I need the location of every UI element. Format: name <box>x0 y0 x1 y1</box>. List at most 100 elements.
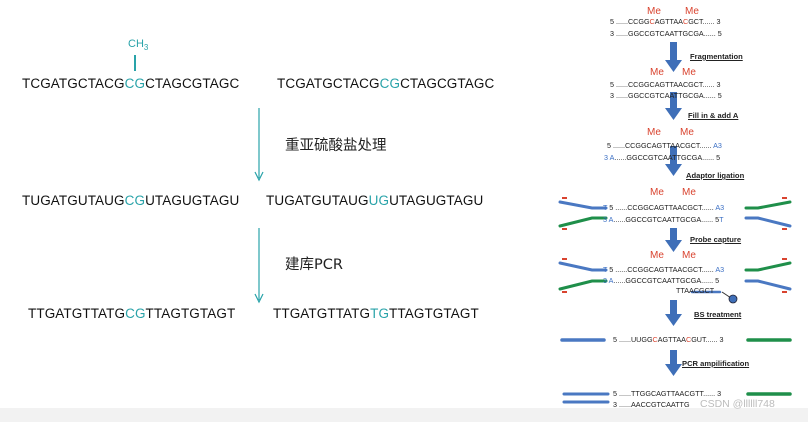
seq-cpg-highlight: CG <box>125 306 146 321</box>
seq-part: TUGATGUTAUG <box>266 193 369 208</box>
adapters-stage-ligation <box>558 200 792 228</box>
strand-part: ......GGCCGTCAATTGCGA...... <box>613 276 714 285</box>
strand-part: GUT...... 3 <box>691 335 724 344</box>
stage1-bottom-strand: 3 ......GGCCGTCAATTGCGA...... 5 <box>610 29 722 38</box>
methyl-subscript: 3 <box>143 43 149 53</box>
methyl-mark: Me <box>682 250 696 261</box>
arrow-fragmentation <box>665 42 682 72</box>
process-arrow-1 <box>254 108 264 182</box>
stage4-bottom-strand: 3 A......GGCCGTCAATTGCGA...... 5T <box>603 215 724 224</box>
step-pcr-amplification: PCR ampilification <box>682 359 750 368</box>
process-arrow-2 <box>254 228 264 304</box>
strand-part: ......GGCCGTCAATTGCGA...... <box>613 215 714 224</box>
stage2-top-strand: 5 ......CCGGCAGTTAACGCT...... 3 <box>610 80 721 89</box>
stage6-strand: 5 ......UUGGCAGTTAACGUT...... 3 <box>613 335 724 344</box>
seq-part: TCGATGCTACG <box>22 76 125 91</box>
stage7-top-strand: 5 ......TTGGCAGTTAACGTT...... 3 <box>613 389 722 398</box>
arrow-bs <box>665 300 682 326</box>
seq-row2-unmethylated: TUGATGUTAUGUGUTAGUGTAGU <box>266 193 483 208</box>
strand-part: 5 ......UUGG <box>613 335 653 344</box>
step-adaptor-ligation: Adaptor ligation <box>686 171 745 180</box>
a-overhang: 3 A <box>603 276 614 285</box>
seq-row3-unmethylated: TTGATGTTATGTGTTAGTGTAGT <box>273 306 479 321</box>
methyl-bond-line <box>134 55 136 71</box>
step-fill-in-add-a: Fill in & add A <box>688 111 739 120</box>
workflow-arrows <box>665 42 682 376</box>
stage5-bottom-strand: 3 A......GGCCGTCAATTGCGA...... 5 <box>603 276 719 285</box>
seq-part: TTGATGTTATG <box>28 306 126 321</box>
methyl-mark: Me <box>685 6 699 17</box>
a-overhang: A3 <box>715 265 725 274</box>
step-probe-capture: Probe capture <box>690 235 742 244</box>
seq-part: TTAGTGTAGT <box>145 306 236 321</box>
stage3-top-strand: 5 ......CCGGCAGTTAACGCT...... A3 <box>607 141 722 150</box>
seq-part: CTAGCGTAGC <box>400 76 495 91</box>
methyl-c: C <box>652 335 658 344</box>
methyl-label-text: CH <box>128 38 144 50</box>
seq-cpg-highlight: UG <box>368 193 390 208</box>
methyl-mark: Me <box>647 127 661 138</box>
seq-part: UTAGUGTAGU <box>145 193 240 208</box>
seq-part: CTAGCGTAGC <box>145 76 240 91</box>
seq-cpg-highlight: CG <box>379 76 401 91</box>
adapter-tags <box>562 197 787 230</box>
step-library-pcr-label: 建库PCR <box>285 257 343 273</box>
strand-end: 5 <box>715 276 720 285</box>
arrow-adaptor <box>665 146 682 176</box>
adapter-tags-probe <box>562 258 787 293</box>
capture-probe-sequence: TTAACGCT <box>676 286 715 295</box>
a-overhang: 3 A <box>604 153 615 162</box>
stage7-bottom-strand: 3 ......AACCGTCAATTG <box>613 400 690 409</box>
step-bs-treatment: BS treatment <box>694 310 742 319</box>
strand-part: 5 ......CCGGCAGTTAACGCT...... <box>607 141 712 150</box>
t-overhang: T <box>603 203 608 212</box>
seq-row3-methylated: TTGATGTTATGCGTTAGTGTAGT <box>28 306 235 321</box>
methyl-mark: Me <box>650 187 664 198</box>
arrow-probe <box>665 228 682 252</box>
seq-cpg-highlight: CG <box>124 193 146 208</box>
seq-part: UTAGUGTAGU <box>389 193 484 208</box>
methyl-mark: Me <box>650 250 664 261</box>
strand-part: AGTTAA <box>657 335 686 344</box>
stage2-bottom-strand: 3 ......GGCCGTCAATTGCGA...... 5 <box>610 91 722 100</box>
watermark: CSDN @llllll748 <box>700 398 775 410</box>
methyl-mark: Me <box>680 127 694 138</box>
strand-part: GCT...... 3 <box>688 17 721 26</box>
probe-biotin <box>721 291 738 304</box>
methyl-c: C <box>685 335 692 344</box>
stage5-top-strand: T 5 ......CCGGCAGTTAACGCT...... A3 <box>603 265 724 274</box>
t-overhang: T <box>719 215 724 224</box>
seq-cpg-highlight: CG <box>124 76 146 91</box>
seq-part: TUGATGUTAUG <box>22 193 125 208</box>
methyl-mark: Me <box>682 187 696 198</box>
a-overhang: A3 <box>715 203 725 212</box>
adapters-stage-pcr <box>562 392 792 404</box>
seq-part: TTAGTGTAGT <box>389 306 479 321</box>
strand-end: 5 <box>715 215 720 224</box>
seq-cpg-highlight: TG <box>370 306 390 321</box>
arrow-fill-in <box>665 92 682 120</box>
step-fragmentation: Fragmentation <box>690 52 743 61</box>
arrow-pcr <box>665 350 682 376</box>
workflow-graphics <box>558 42 792 404</box>
seq-part: TCGATGCTACG <box>277 76 380 91</box>
methyl-mark: Me <box>650 67 664 78</box>
strand-part: AGTTAA <box>654 17 683 26</box>
a-overhang: A3 <box>713 141 722 150</box>
t-overhang: T <box>603 265 608 274</box>
step-bisulfite-label: 重亚硫酸盐处理 <box>285 138 387 154</box>
strand-part: 5 ......CCGGCAGTTAACGCT...... <box>609 265 714 274</box>
stage4-top-strand: T 5 ......CCGGCAGTTAACGCT...... A3 <box>603 203 724 212</box>
methyl-mark: Me <box>647 6 661 17</box>
methyl-mark: Me <box>682 67 696 78</box>
seq-part: TTGATGTTATG <box>273 306 371 321</box>
seq-row1-methylated: TCGATGCTACGCGCTAGCGTAGC <box>22 76 239 91</box>
methyl-c: C <box>682 17 689 26</box>
footer-strip <box>0 408 808 422</box>
methyl-group-label: CH3 <box>128 38 148 52</box>
a-overhang: 3 A <box>603 215 614 224</box>
stage3-bottom-strand: 3 A......GGCCGTCAATTGCGA...... 5 <box>604 153 720 162</box>
adapters-stage-probe <box>558 261 792 294</box>
strand-part: ......GGCCGTCAATTGCGA...... 5 <box>614 153 721 162</box>
seq-row1-unmethylated: TCGATGCTACGCGCTAGCGTAGC <box>277 76 494 91</box>
